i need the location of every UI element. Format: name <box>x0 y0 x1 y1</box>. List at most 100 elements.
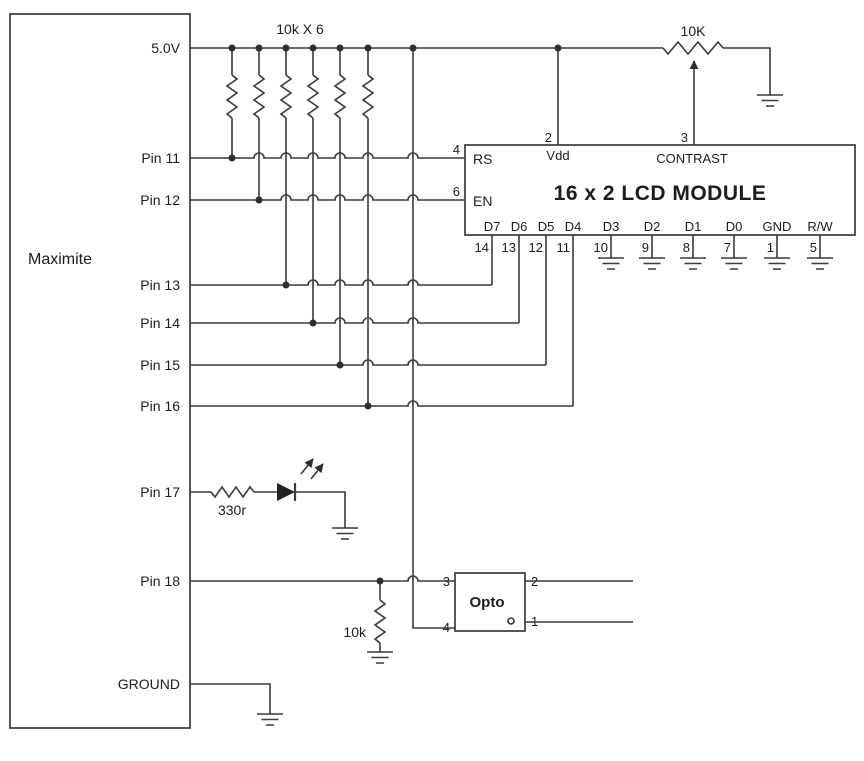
resistor-symbol <box>334 74 346 119</box>
led-emission-arrow <box>310 463 324 480</box>
pin-label-15: Pin 15 <box>140 357 180 373</box>
wire-pin11-rs <box>190 152 465 159</box>
junction-dot <box>364 402 372 410</box>
wire-pin14-d6 <box>190 317 519 324</box>
led-circuit: 330r <box>190 458 359 540</box>
lcd-en-pin: 6 <box>453 184 460 199</box>
ground-wire <box>190 683 271 714</box>
lcd-pin-number: 9 <box>642 240 649 255</box>
lcd-pin-name: D6 <box>511 219 528 234</box>
lcd-pin-number: 5 <box>810 240 817 255</box>
ground-symbol-d2 <box>638 257 666 270</box>
ground-symbol-gnd <box>763 257 791 270</box>
led-resistor-label: 330r <box>218 502 246 518</box>
lcd-pin-number: 11 <box>557 240 571 255</box>
junction-dot <box>255 196 263 204</box>
ground-symbol-pulldown <box>366 651 394 664</box>
wire-5v-to-opto <box>412 48 455 629</box>
pin-label-11: Pin 11 <box>141 150 180 166</box>
junction-dot <box>409 44 417 52</box>
opto-pin-4: 4 <box>443 620 450 635</box>
lcd-pin-name: R/W <box>807 219 833 234</box>
resistor-symbol <box>226 74 238 119</box>
maximite-title: Maximite <box>28 251 92 268</box>
led-emission-arrow <box>300 458 314 475</box>
junction-dot <box>282 44 290 52</box>
lcd-pin-number: 12 <box>529 240 543 255</box>
power-rail: 10K <box>190 23 784 145</box>
wire-pin15-d5 <box>190 359 546 366</box>
resistor-symbol <box>253 74 265 119</box>
lcd-rs-label: RS <box>473 151 492 167</box>
pulldown-label: 10k <box>343 624 367 640</box>
junction-dot <box>282 281 290 289</box>
ground-symbol-maximite <box>256 713 284 726</box>
potentiometer-body <box>662 40 724 56</box>
lcd-pin-number: 1 <box>767 240 774 255</box>
junction-dot <box>554 44 562 52</box>
lcd-pin-name: GND <box>763 219 792 234</box>
resistor-symbol <box>362 74 374 119</box>
opto-dot-mark <box>507 617 515 625</box>
opto-title: Opto <box>470 594 505 611</box>
resistor-symbol <box>280 74 292 119</box>
junction-dot <box>309 319 317 327</box>
lcd-pin-name: D3 <box>603 219 620 234</box>
lcd-outline <box>464 144 856 236</box>
ground-symbol-rw <box>806 257 834 270</box>
ground-symbol-d1 <box>679 257 707 270</box>
lcd-pin-name: D7 <box>484 219 501 234</box>
rail-wire <box>190 47 771 95</box>
junction-dot <box>364 44 372 52</box>
wire-pin16-d4 <box>190 400 573 407</box>
resistor-symbol-330r <box>210 486 255 498</box>
lcd-title: 16 x 2 LCD MODULE <box>554 182 767 205</box>
maximite-outline <box>9 13 191 729</box>
resistor-bank-label: 10k X 6 <box>276 21 324 37</box>
pin-label-17: Pin 17 <box>140 484 180 500</box>
pin-label-5v: 5.0V <box>151 40 180 56</box>
opto-coupler: Opto 3 4 2 1 <box>443 572 633 635</box>
junction-dot <box>336 361 344 369</box>
lcd-rs-pin: 4 <box>453 142 460 157</box>
lcd-module: 16 x 2 LCD MODULE RS EN 4 6 Vdd 2 CONTRA… <box>453 130 856 406</box>
resistor-symbol-10k <box>374 599 386 644</box>
junction-dot <box>336 44 344 52</box>
junction-dot <box>309 44 317 52</box>
lcd-vdd-label: Vdd <box>546 148 569 163</box>
lcd-pin-name: D2 <box>644 219 661 234</box>
lcd-pin-number: 14 <box>475 240 489 255</box>
pin-label-12: Pin 12 <box>140 192 180 208</box>
pin-label-14: Pin 14 <box>140 315 180 331</box>
lcd-pin-number: 10 <box>594 240 608 255</box>
opto-output-wires <box>525 580 633 623</box>
pin-label-13: Pin 13 <box>140 277 180 293</box>
lcd-en-label: EN <box>473 193 492 209</box>
pulldown-resistor: 10k <box>343 581 394 664</box>
pin-label-16: Pin 16 <box>140 398 180 414</box>
junction-dots <box>228 44 562 585</box>
pin-label-ground: GROUND <box>118 676 180 692</box>
junction-dot <box>228 154 236 162</box>
lcd-pin-number: 7 <box>724 240 731 255</box>
resistor-symbol <box>307 74 319 119</box>
lcd-vdd-pin: 2 <box>545 130 552 145</box>
junction-dot <box>255 44 263 52</box>
wire-pin18-opto <box>190 575 455 582</box>
junction-dot <box>376 577 384 585</box>
junction-dot <box>228 44 236 52</box>
lcd-grounded-leads <box>610 235 821 258</box>
wire-pin12-en <box>190 194 465 201</box>
pin-label-18: Pin 18 <box>140 573 180 589</box>
ground-symbol-d0 <box>720 257 748 270</box>
signal-wires <box>190 48 573 629</box>
led-diode-symbol <box>277 483 295 501</box>
pullup-resistor-bank: 10k X 6 <box>226 21 374 406</box>
ground-symbol-pot <box>756 94 784 107</box>
potentiometer-label: 10K <box>681 23 707 39</box>
maximite-block: 5.0V Pin 11 Pin 12 Maximite Pin 13 Pin 1… <box>9 13 191 729</box>
lcd-pin-name: D1 <box>685 219 702 234</box>
wire-pin13-d7 <box>190 279 492 286</box>
opto-pin-3: 3 <box>443 574 450 589</box>
